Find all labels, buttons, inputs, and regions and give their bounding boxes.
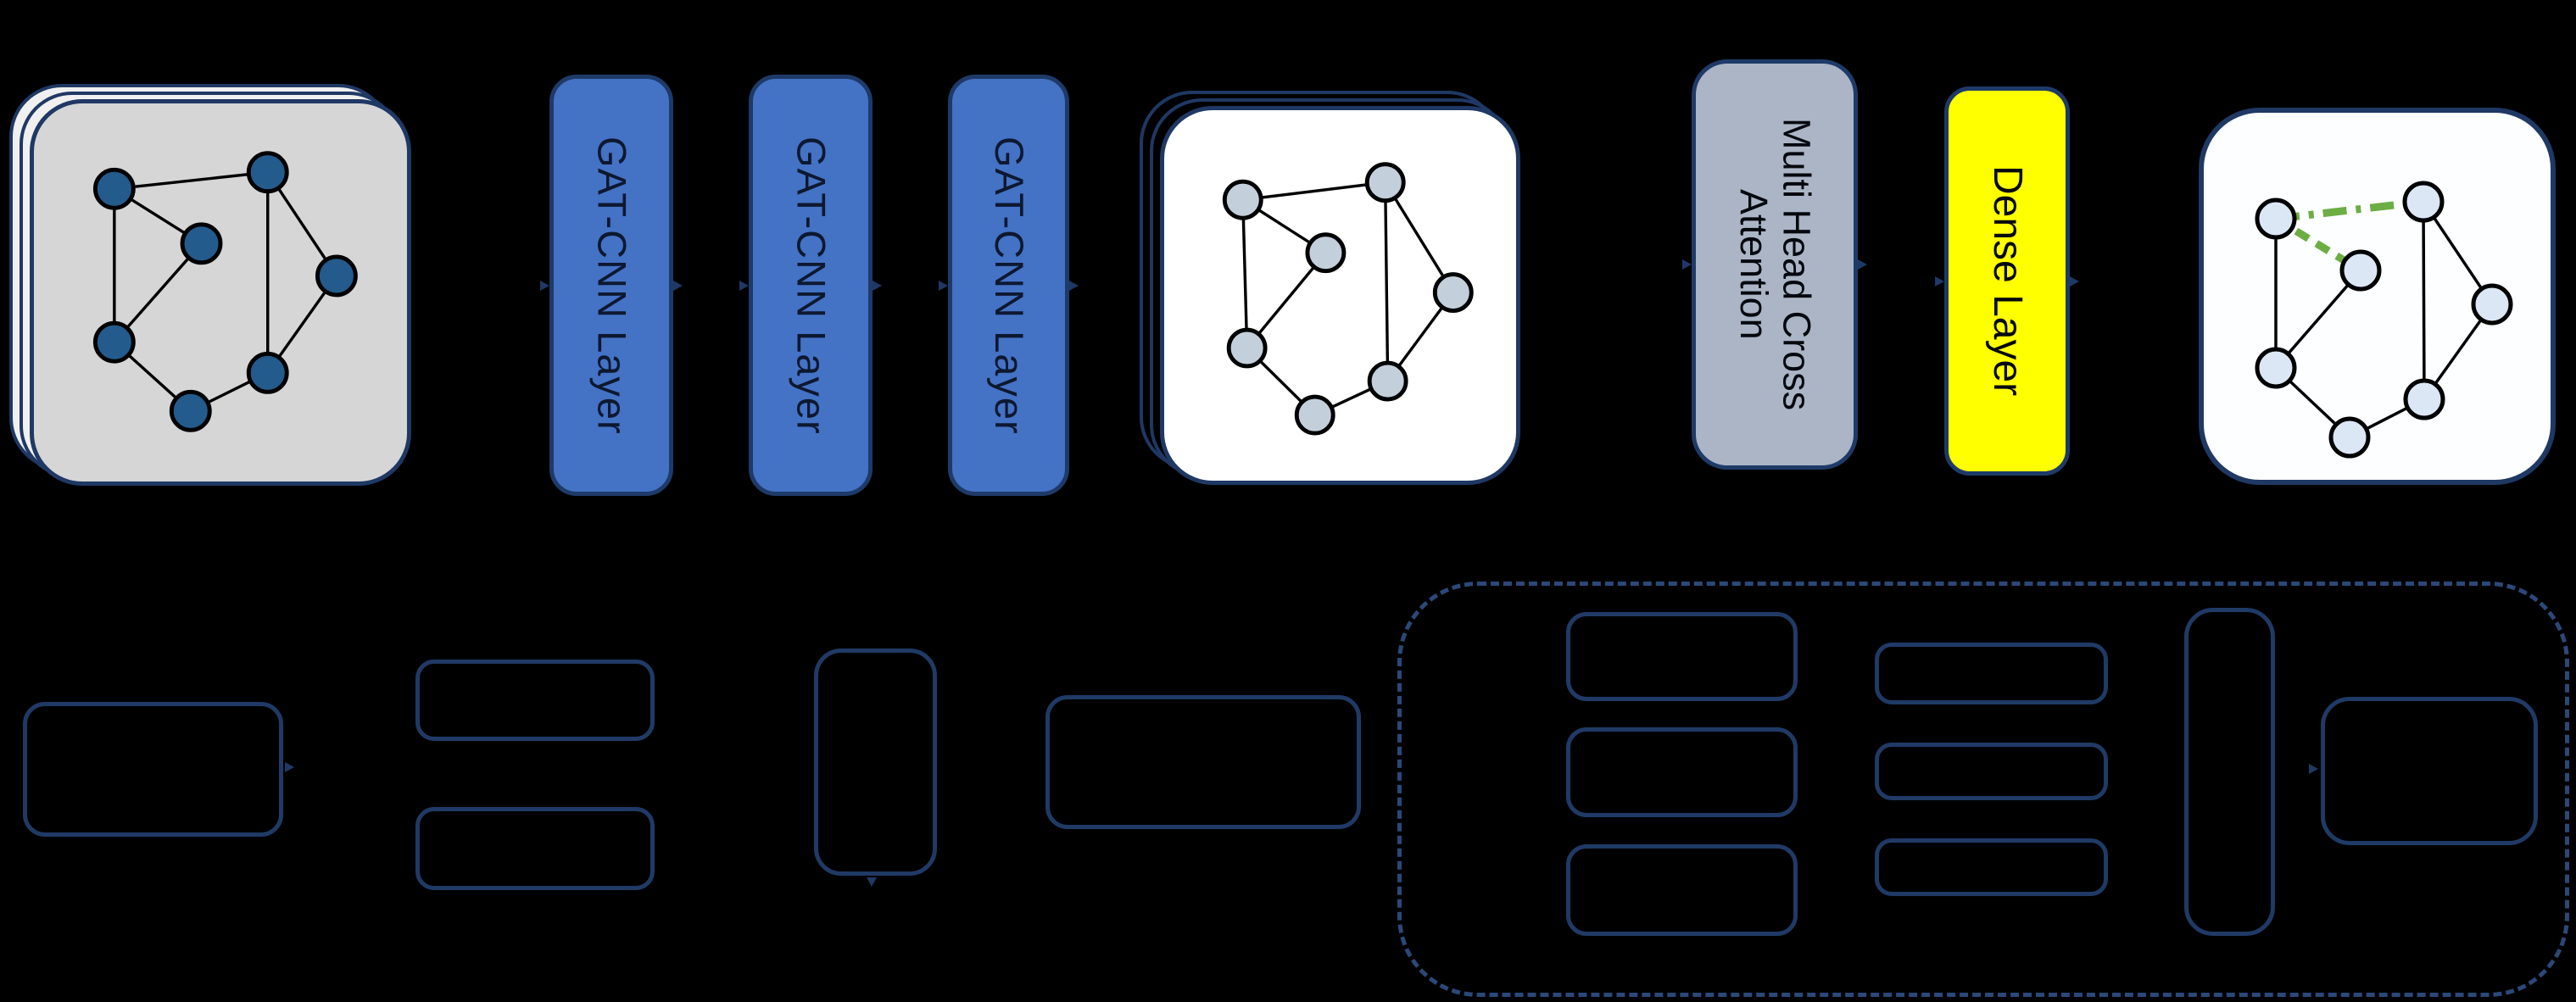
graph-node bbox=[2403, 378, 2445, 420]
graph-edge bbox=[1246, 252, 1327, 349]
bottom-box-3 bbox=[415, 807, 655, 890]
graph-edge bbox=[2422, 201, 2426, 400]
dashed-col2-box-3 bbox=[1875, 838, 2108, 896]
graph-node bbox=[180, 222, 223, 265]
dashed-col1-box-2 bbox=[1566, 727, 1798, 817]
bottom-box-5 bbox=[1045, 695, 1361, 829]
arrow-remnant-2 bbox=[867, 877, 877, 887]
gat-cnn-layer-3: GAT-CNN Layer bbox=[948, 75, 1069, 496]
graph-node bbox=[2328, 416, 2371, 459]
graph-node bbox=[2255, 198, 2297, 240]
graph-edge bbox=[113, 242, 203, 343]
multi-head-cross-attention-layer: Multi Head Cross Attention bbox=[1692, 59, 1858, 470]
graph-node bbox=[1222, 179, 1263, 220]
graph-node bbox=[1432, 272, 1474, 314]
graph-node bbox=[1226, 327, 1268, 369]
arrow-remnant-3 bbox=[2309, 764, 2318, 774]
gat-cnn-layer-2-label: GAT-CNN Layer bbox=[789, 136, 834, 435]
dashed-col2-box-1 bbox=[1875, 643, 2108, 704]
gat-cnn-layer-1-label: GAT-CNN Layer bbox=[589, 136, 635, 435]
dashed-col1-box-3 bbox=[1566, 844, 1798, 936]
attention-label-line-1: Multi Head Cross bbox=[1775, 118, 1819, 411]
dense-layer: Dense Layer bbox=[1944, 86, 2070, 476]
gat-cnn-layer-1: GAT-CNN Layer bbox=[549, 75, 673, 496]
graph-edge bbox=[1241, 199, 1249, 348]
input-card-face bbox=[30, 99, 411, 486]
graph-edge bbox=[1242, 181, 1386, 202]
bottom-box-1 bbox=[23, 702, 283, 837]
dashed-col1-box-1 bbox=[1566, 612, 1798, 701]
bottom-box-2 bbox=[415, 660, 655, 741]
graph-edge bbox=[1384, 182, 1390, 381]
graph-node bbox=[169, 389, 212, 432]
graph-node bbox=[2402, 181, 2445, 223]
attention-label-line-2: Attention bbox=[1732, 189, 1776, 340]
multi-head-cross-attention-label: Multi Head Cross Attention bbox=[1732, 118, 1818, 410]
embedding-graph-card bbox=[1140, 91, 1520, 485]
bottom-box-4 bbox=[814, 649, 937, 876]
embedding-card-face bbox=[1160, 106, 1520, 485]
predicted-graph bbox=[2255, 181, 2513, 459]
dashed-container bbox=[1397, 582, 2569, 997]
dashed-col2-box-2 bbox=[1875, 743, 2108, 800]
graph-node bbox=[1367, 360, 1408, 402]
input-graph bbox=[92, 151, 358, 432]
graph-node bbox=[2471, 283, 2513, 326]
graph-node bbox=[2339, 249, 2382, 292]
predicted-edge bbox=[2275, 198, 2424, 223]
graph-edge bbox=[2274, 269, 2362, 370]
arrow-remnant-1 bbox=[285, 762, 294, 772]
gat-cnn-layer-2: GAT-CNN Layer bbox=[749, 75, 873, 496]
graph-node bbox=[1294, 394, 1335, 436]
graph-node bbox=[92, 320, 136, 364]
graph-node bbox=[315, 254, 358, 298]
dashed-tall-box bbox=[2184, 608, 2275, 936]
graph-edge bbox=[114, 170, 268, 191]
dashed-right-box bbox=[2321, 697, 2538, 845]
graph-node bbox=[2255, 347, 2297, 389]
graph-node bbox=[246, 151, 289, 194]
embedding-graph bbox=[1222, 162, 1474, 436]
input-graph-card bbox=[9, 84, 411, 486]
dense-layer-label: Dense Layer bbox=[1984, 165, 2030, 397]
gat-cnn-layer-3-label: GAT-CNN Layer bbox=[986, 136, 1032, 435]
graph-node bbox=[1364, 162, 1406, 203]
graph-node bbox=[246, 351, 289, 394]
graph-node bbox=[1305, 232, 1347, 274]
predicted-graph-card bbox=[2199, 108, 2556, 485]
graph-edge bbox=[1384, 181, 1455, 293]
graph-node bbox=[92, 167, 136, 210]
